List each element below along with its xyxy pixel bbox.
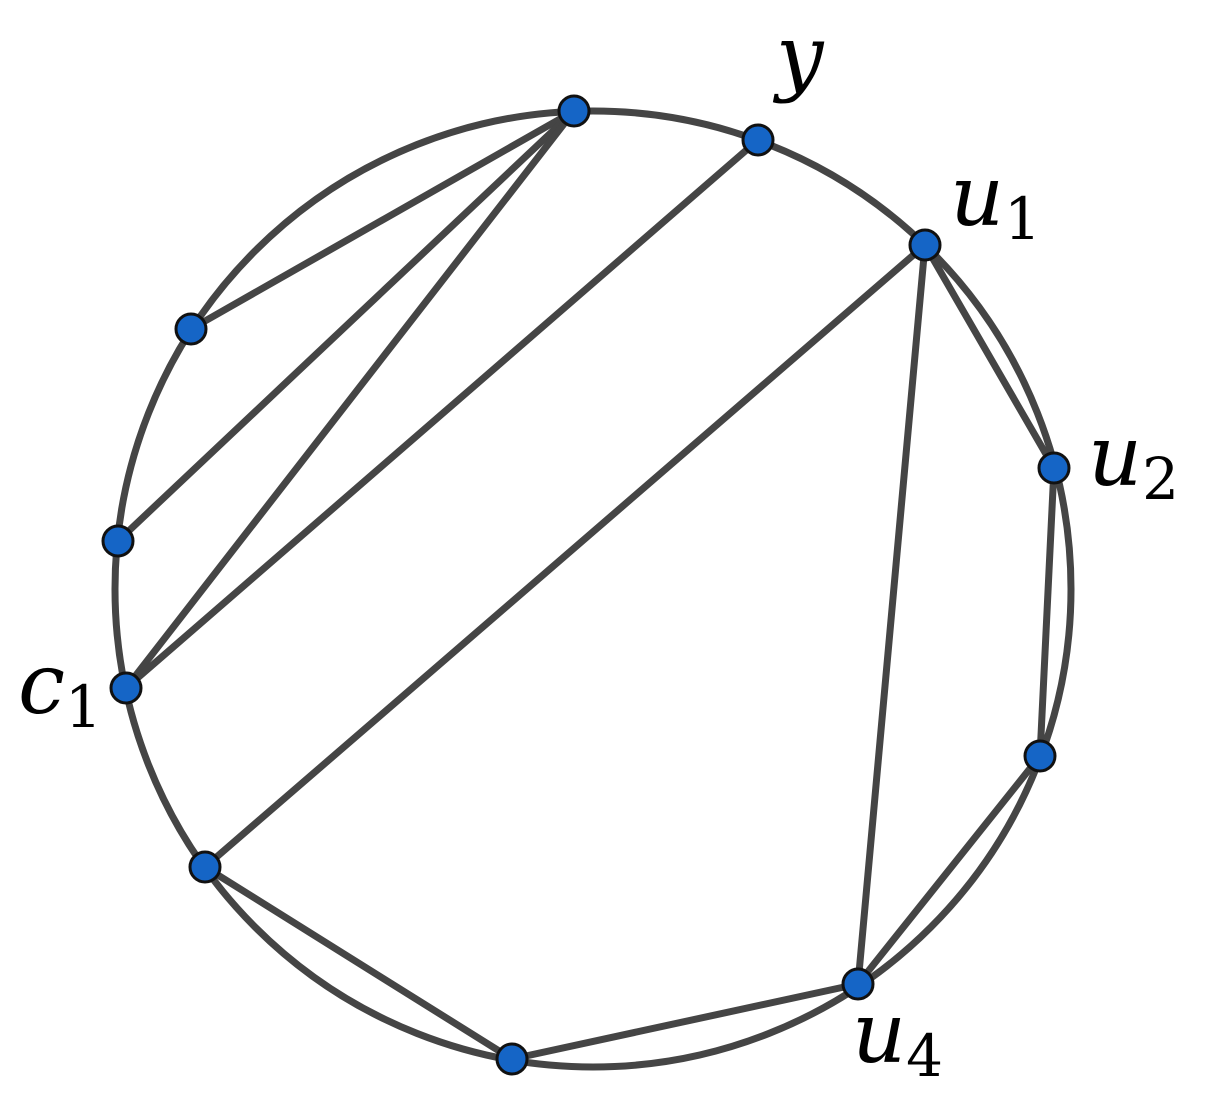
edge-u2-v-right-low <box>1036 464 1058 760</box>
vertex-v-upper-left <box>174 312 208 346</box>
label-u4: u4 <box>852 984 943 1090</box>
vertex-v-top <box>557 94 591 128</box>
edge-v-top-c1 <box>122 107 578 692</box>
edge-v-top-v-left <box>114 107 578 545</box>
label-u1: u1 <box>950 147 1041 253</box>
vertex-v-left <box>101 524 135 558</box>
chord-edges <box>114 107 1058 1063</box>
edge-u1-u2 <box>921 241 1058 472</box>
graph-vertices <box>101 94 1071 1076</box>
edge-v-right-low-u4 <box>854 752 1044 988</box>
label-u2: u2 <box>1088 407 1179 513</box>
vertex-u1 <box>908 228 942 262</box>
vertex-v-right-low <box>1023 739 1057 773</box>
vertex-y <box>741 123 775 157</box>
vertex-u4 <box>841 967 875 1001</box>
edge-u4-v-bottom <box>508 980 862 1063</box>
label-y: y <box>772 7 825 105</box>
edge-v-top-v-upper-left <box>187 107 578 333</box>
vertex-u2 <box>1037 451 1071 485</box>
edge-y-c1 <box>122 136 762 692</box>
edge-u1-v-lower-left <box>201 241 929 871</box>
vertex-c1 <box>109 671 143 705</box>
outer-cycle <box>111 107 1075 1071</box>
label-c1: c1 <box>18 635 102 741</box>
edge-v-bottom-v-lower-left <box>201 863 516 1063</box>
vertex-v-bottom <box>495 1042 529 1076</box>
vertex-v-lower-left <box>188 850 222 884</box>
edge-u1-u4 <box>854 241 929 988</box>
